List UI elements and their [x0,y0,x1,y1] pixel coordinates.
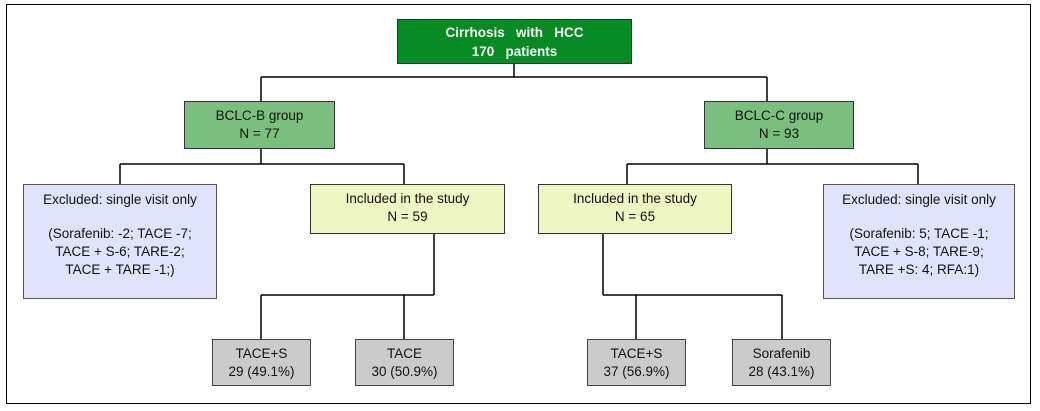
leaf-label: TACE+S [235,345,288,361]
leaf-value: 30 (50.9%) [371,363,438,379]
bclc-b-excluded-heading: Excluded: single visit only [43,192,197,207]
bclc-b-excluded-line-3: TACE + TARE -1;) [65,262,175,277]
root-line-2: 170 patients [471,43,558,59]
bclc-c-excluded-node: Excluded: single visit only (Sorafenib: … [823,184,1015,299]
bclc-c-leaf-sorafenib: Sorafenib 28 (43.1%) [732,339,831,386]
bclc-c-excluded-heading: Excluded: single visit only [842,192,996,207]
bclc-b-leaf-tace-s: TACE+S 29 (49.1%) [212,339,311,386]
bclc-c-included-node: Included in the study N = 65 [538,184,732,234]
bclc-b-included-count: N = 59 [387,209,428,224]
bclc-c-leaf-tace-s: TACE+S 37 (56.9%) [587,339,686,386]
bclc-b-included-node: Included in the study N = 59 [310,184,505,234]
bclc-b-included-title: Included in the study [345,191,470,206]
bclc-c-group-title: BCLC-C group [734,108,824,123]
bclc-b-excluded-line-2: TACE + S-6; TARE-2; [55,244,185,259]
bclc-b-group-title: BCLC-B group [215,108,304,123]
bclc-b-excluded-line-1: (Sorafenib: -2; TACE -7; [48,226,192,241]
bclc-b-excluded-node: Excluded: single visit only (Sorafenib: … [23,184,217,299]
bclc-c-excluded-line-1: (Sorafenib: 5; TACE -1; [849,226,989,241]
bclc-b-group-count: N = 77 [239,126,280,141]
bclc-b-leaf-tace: TACE 30 (50.9%) [355,339,454,386]
leaf-value: 37 (56.9%) [603,363,670,379]
root-node: Cirrhosis with HCC 170 patients [397,19,632,64]
leaf-label: Sorafenib [752,345,811,361]
bclc-c-excluded-line-2: TACE + S-8; TARE-9; [854,244,984,259]
root-line-1: Cirrhosis with HCC [445,24,584,40]
bclc-c-group-count: N = 93 [758,126,800,141]
leaf-label: TACE [386,345,422,361]
leaf-value: 29 (49.1%) [228,363,295,379]
leaf-value: 28 (43.1%) [748,363,815,379]
bclc-c-group-node: BCLC-C group N = 93 [704,101,854,149]
bclc-c-included-title: Included in the study [573,191,697,206]
bclc-c-excluded-line-3: TARE +S: 4; RFA:1) [858,262,980,277]
leaf-label: TACE+S [610,345,663,361]
bclc-c-included-count: N = 65 [614,209,656,224]
diagram-frame [6,4,1031,404]
bclc-b-group-node: BCLC-B group N = 77 [184,101,335,149]
